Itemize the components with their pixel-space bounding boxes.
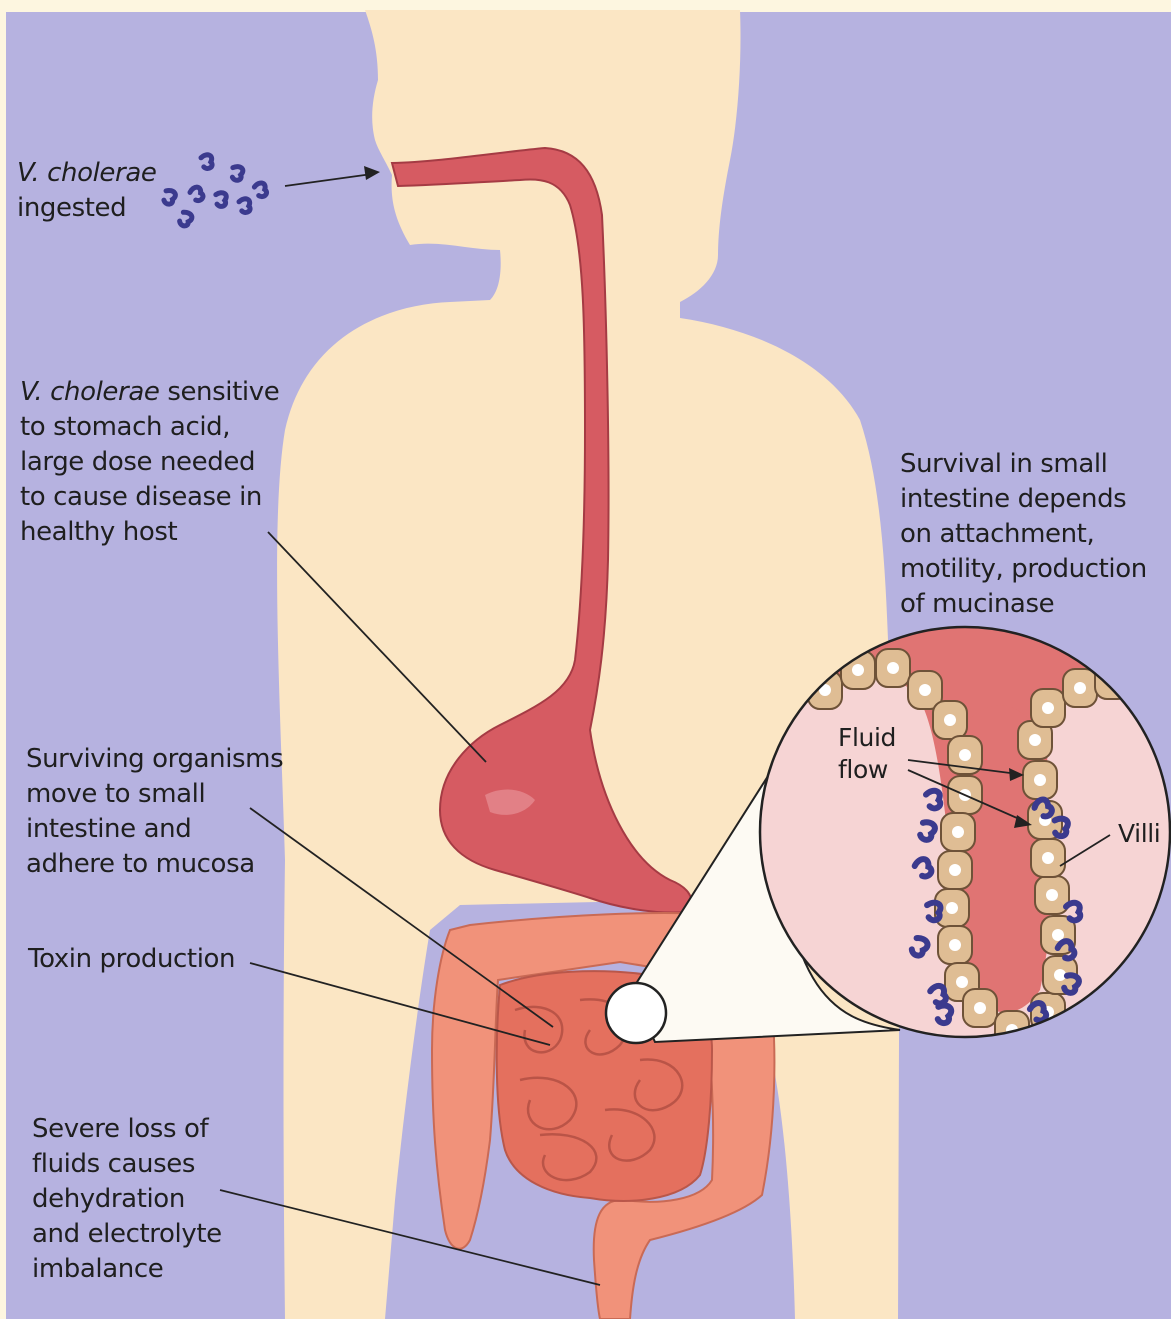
label-loss-line: imbalance [32, 1252, 222, 1287]
cell-nucleus [946, 902, 958, 914]
cell-nucleus [919, 684, 931, 696]
label-loss-line: fluids causes [32, 1147, 222, 1182]
label-survival: Survival in small intestine depends on a… [900, 447, 1147, 622]
species-name: V. cholerae [17, 158, 156, 188]
cell-nucleus [959, 749, 971, 761]
label-surviving-organisms: Surviving organisms move to small intest… [26, 742, 283, 882]
label-survival-line: Survival in small [900, 447, 1147, 482]
cell-nucleus [1034, 774, 1046, 786]
cell-nucleus [1029, 734, 1041, 746]
label-toxin-line: Toxin production [28, 942, 235, 977]
label-loss-line: and electrolyte [32, 1217, 222, 1252]
label-ingested: V. cholerae ingested [17, 156, 156, 226]
label-surviving-line: Surviving organisms [26, 742, 283, 777]
label-loss-line: dehydration [32, 1182, 222, 1217]
cell-nucleus [974, 1002, 986, 1014]
label-survival-line: of mucinase [900, 587, 1147, 622]
label-loss-line: Severe loss of [32, 1112, 222, 1147]
species-name: V. cholerae [20, 377, 159, 407]
label-fluid-loss: Severe loss of fluids causes dehydration… [32, 1112, 222, 1287]
label-stomach-acid: V. cholerae sensitive to stomach acid, l… [20, 375, 279, 550]
label-stomach-line: to stomach acid, [20, 410, 279, 445]
cell-nucleus [1042, 852, 1054, 864]
label-surviving-line: move to small [26, 777, 283, 812]
label-surviving-line: intestine and [26, 812, 283, 847]
cell-nucleus [852, 664, 864, 676]
cell-nucleus [887, 662, 899, 674]
label-survival-line: motility, production [900, 552, 1147, 587]
cell-nucleus [944, 714, 956, 726]
cell-nucleus [1046, 889, 1058, 901]
cell-nucleus [952, 826, 964, 838]
label-ingested-line: ingested [17, 191, 156, 226]
label-fluid-flow-line: Fluid [838, 722, 896, 754]
label-stomach-line: sensitive [159, 377, 279, 407]
label-stomach-line: large dose needed [20, 445, 279, 480]
label-survival-line: intestine depends [900, 482, 1147, 517]
cell-nucleus [956, 976, 968, 988]
label-stomach-line: healthy host [20, 515, 279, 550]
cell-nucleus [949, 939, 961, 951]
label-villi-text: Villi [1118, 818, 1160, 850]
cell-nucleus [1042, 702, 1054, 714]
cell-nucleus [949, 864, 961, 876]
magnifier-spot [606, 983, 666, 1043]
label-fluid-flow: Fluid flow [838, 722, 896, 786]
label-surviving-line: adhere to mucosa [26, 847, 283, 882]
cell-nucleus [1074, 682, 1086, 694]
label-toxin-production: Toxin production [28, 942, 235, 977]
label-fluid-flow-line: flow [838, 754, 896, 786]
label-stomach-line: to cause disease in [20, 480, 279, 515]
label-villi: Villi [1118, 818, 1160, 850]
label-survival-line: on attachment, [900, 517, 1147, 552]
